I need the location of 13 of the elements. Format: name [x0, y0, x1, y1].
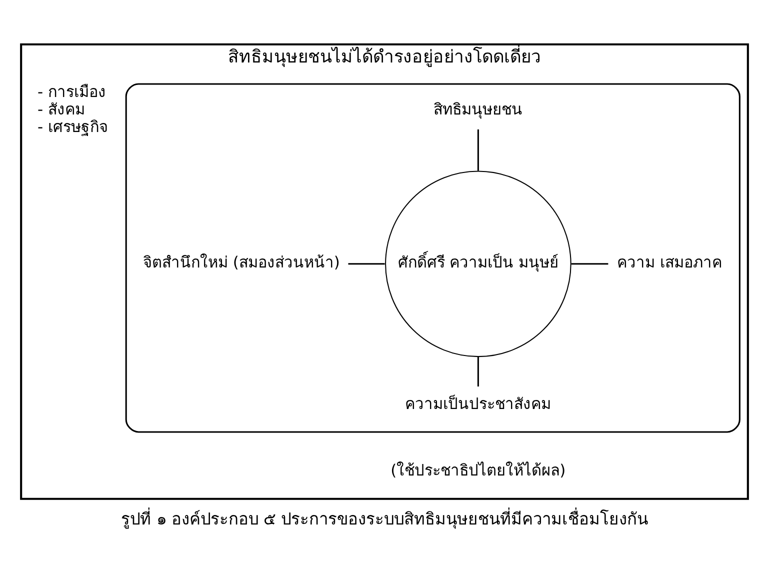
node-text: ความ เสมอภาค [617, 254, 722, 272]
node-text: จิตสำนึกใหม่ (สมองส่วนหน้า) [142, 254, 340, 272]
label: (ใช้ประชาธิปไตยให้ได้ผล) [390, 462, 566, 480]
cluster [125, 83, 740, 433]
connector [571, 263, 608, 265]
connector [477, 129, 479, 171]
node-circle: ศักดิ์ศรี ความเป็น มนุษย์ [385, 170, 572, 358]
label: - การเมือง - สังคม - เศรษฐกิจ [38, 82, 108, 136]
connector [477, 357, 479, 386]
connector [348, 263, 385, 265]
caption: รูปที่ ๑ องค์ประกอบ ๕ ประการของระบบสิทธิมนุษยชนที่มีความเชื่อมโยงกัน [121, 509, 648, 528]
node-text: ความเป็นประชาสังคม [405, 394, 552, 413]
node-text: สิทธิมนุษยชน [434, 100, 523, 118]
